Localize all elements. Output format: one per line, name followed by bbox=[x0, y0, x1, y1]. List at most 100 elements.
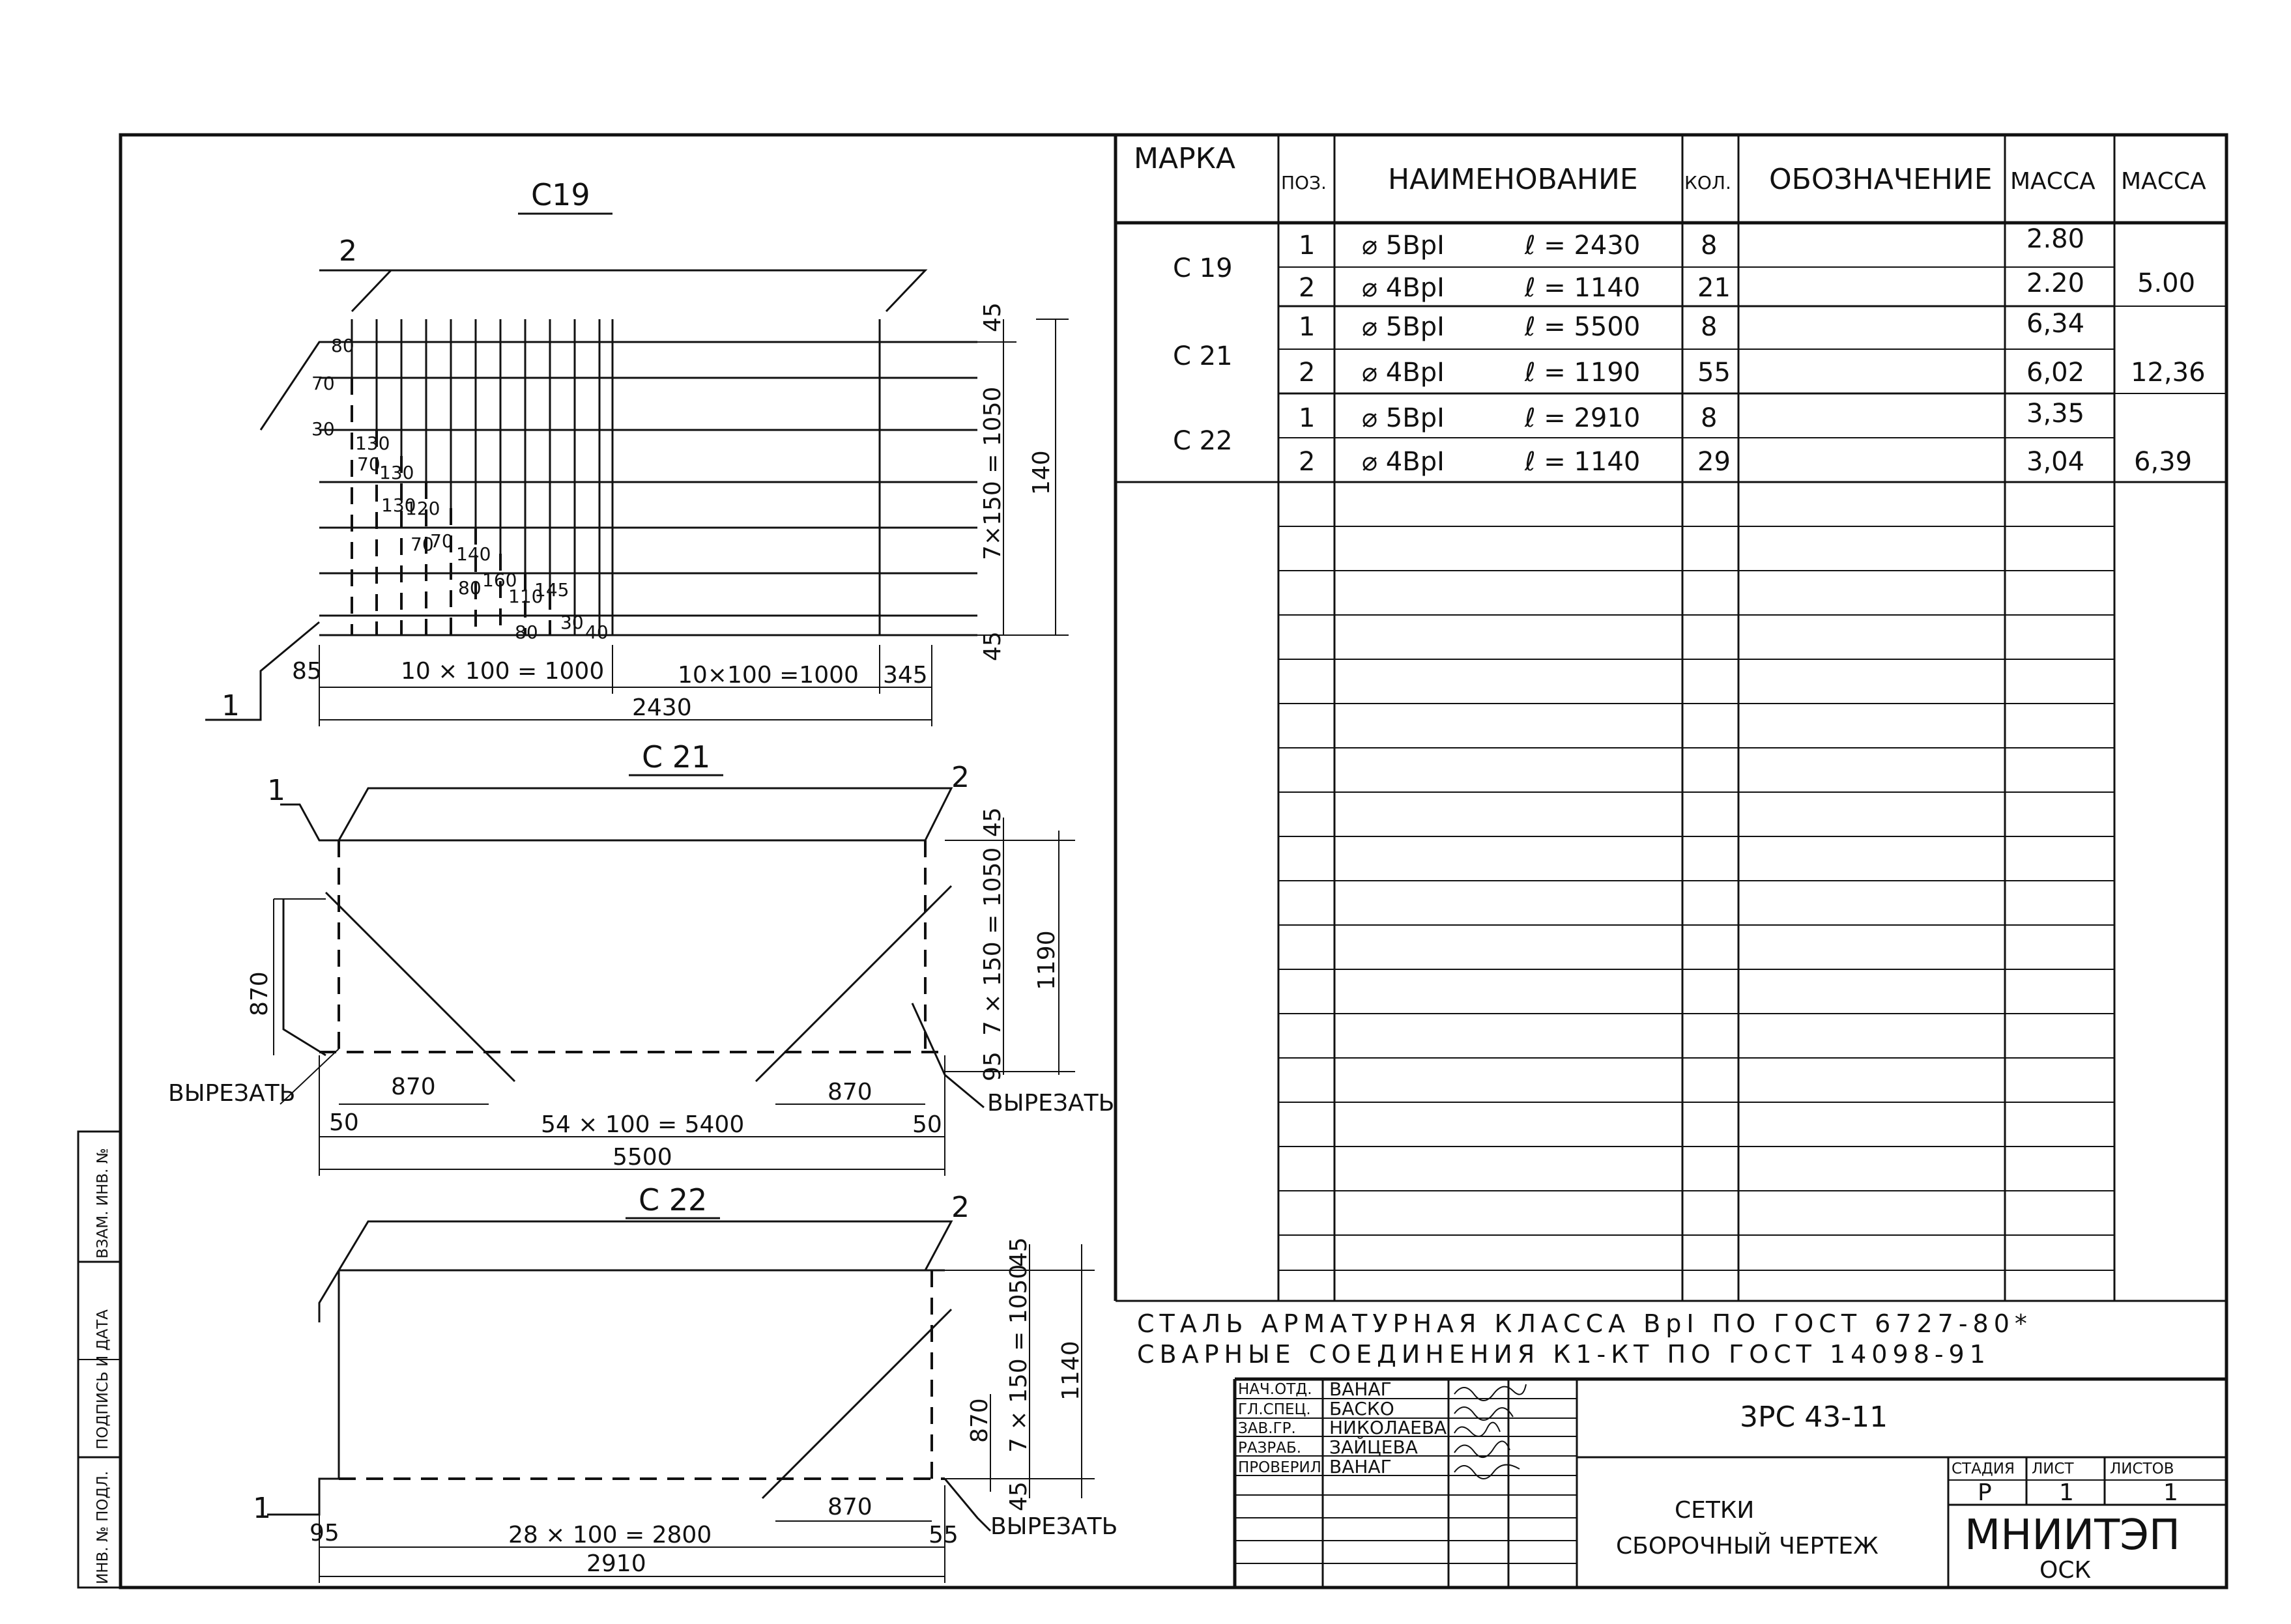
title-block: НАЧ.ОТД. ГЛ.СПЕЦ. ЗАВ.ГР. РАЗРАБ. ПРОВЕР… bbox=[1233, 1377, 2226, 1588]
c21-dim-overall: 5500 bbox=[612, 1144, 672, 1171]
name-zav-gr: НИКОЛАЕВА bbox=[1329, 1417, 1447, 1438]
c19-cut-dim-10: 70 bbox=[430, 530, 454, 552]
spec-cell-pos: 1 bbox=[1299, 312, 1315, 342]
c19-dim-vertical-total: 140 bbox=[1028, 450, 1055, 495]
spec-cell-name: ⌀ 4ВрI bbox=[1362, 447, 1445, 477]
c19-cut-dim-14: 110 bbox=[508, 586, 543, 607]
c19-cut-dim-15: 145 bbox=[534, 579, 569, 601]
spec-cell-length: ℓ = 5500 bbox=[1524, 312, 1640, 342]
c22-total-mass: 6,39 bbox=[2134, 447, 2192, 477]
sheet-title-1: СЕТКИ bbox=[1675, 1497, 1754, 1524]
side-label-podpis: ПОДПИСЬ И ДАТА bbox=[94, 1309, 111, 1449]
spec-cell-length: ℓ = 1140 bbox=[1524, 273, 1640, 303]
th-mass-2: МАССА bbox=[2121, 168, 2206, 195]
c19-cut-dim-13: 160 bbox=[482, 569, 517, 591]
side-stamp: ИНВ. № ПОДЛ. ПОДПИСЬ И ДАТА ВЗАМ. ИНВ. № bbox=[77, 1130, 122, 1589]
c21-dim-cut-width-left: 870 bbox=[391, 1074, 436, 1100]
c22-cut-label: ВЫРЕЗАТЬ bbox=[990, 1513, 1117, 1540]
c19-cut-dim-18: 40 bbox=[585, 621, 609, 643]
sheets-label: ЛИСТОВ bbox=[2110, 1460, 2174, 1477]
spec-table: МАРКА ПОЗ. НАИМЕНОВАНИЕ КОЛ. ОБОЗНАЧЕНИЕ… bbox=[1114, 135, 2226, 1302]
c19-cut-dim-17: 30 bbox=[560, 612, 584, 633]
c19-cut-dimensions: 80 70 30 130 70 130 130 120 70 70 140 80… bbox=[311, 335, 609, 643]
spec-cell-length: ℓ = 2910 bbox=[1524, 403, 1640, 433]
c22-dim-cut-width: 870 bbox=[828, 1494, 872, 1520]
sheet-label: ЛИСТ bbox=[2032, 1460, 2075, 1477]
name-razrab: ЗАЙЦЕВА bbox=[1329, 1436, 1418, 1458]
spec-cell-mass: 3,04 bbox=[2026, 447, 2084, 477]
notes: СТАЛЬ АРМАТУРНАЯ КЛАССА ВрI ПО ГОСТ 6727… bbox=[1137, 1309, 2027, 1369]
org-name: МНИИТЭП bbox=[1965, 1511, 2180, 1560]
c19-cut-dim-3: 30 bbox=[311, 418, 335, 440]
c22-dim-vertical-chain: 7 × 150 = 1050 bbox=[1005, 1264, 1032, 1453]
c19-cut-dim-8: 120 bbox=[405, 498, 440, 519]
c22-title: С 22 bbox=[639, 1182, 707, 1218]
name-gl-spec: БАСКО bbox=[1329, 1398, 1394, 1419]
side-label-vzam: ВЗАМ. ИНВ. № bbox=[94, 1148, 111, 1259]
c22-dim-bottom-edge: 45 bbox=[1005, 1481, 1032, 1511]
spec-cell-pos: 2 bbox=[1299, 358, 1315, 388]
c21-dim-cut-height: 870 bbox=[246, 971, 273, 1016]
c22-dim-top-edge: 45 bbox=[1005, 1237, 1032, 1267]
stage-label: СТАДИЯ bbox=[1952, 1460, 2015, 1477]
role-nach-otd: НАЧ.ОТД. bbox=[1238, 1381, 1312, 1398]
side-label-inv-podl: ИНВ. № ПОДЛ. bbox=[94, 1471, 111, 1584]
c21-dim-spacing: 54 × 100 = 5400 bbox=[541, 1111, 744, 1138]
spec-cell-pos: 2 bbox=[1299, 273, 1315, 303]
spec-cell-name: ⌀ 4ВрI bbox=[1362, 358, 1445, 388]
c22-dim-vertical-total: 1140 bbox=[1058, 1341, 1084, 1401]
c21-pos-wire-label: 2 bbox=[951, 761, 970, 794]
c19-dim-top-edge: 45 bbox=[979, 302, 1006, 332]
c19-dim-spacing-right: 10×100 =1000 bbox=[678, 662, 859, 689]
c19-cut-dim-7: 130 bbox=[381, 494, 416, 516]
spec-cell-mass: 3,35 bbox=[2026, 399, 2084, 429]
spec-cell-name: ⌀ 5ВрI bbox=[1362, 231, 1445, 261]
c21-dim-vertical-chain: 7 × 150 = 1050 bbox=[979, 848, 1006, 1036]
spec-cell-name: ⌀ 4ВрI bbox=[1362, 273, 1445, 303]
spec-cell-mass: 6,02 bbox=[2026, 358, 2084, 388]
c19-total-mass: 5.00 bbox=[2137, 268, 2195, 298]
spec-cell-mass: 6,34 bbox=[2026, 309, 2084, 339]
c21-cut-label-right: ВЫРЕЗАТЬ bbox=[987, 1090, 1114, 1117]
c19-cut-dim-12: 80 bbox=[458, 577, 482, 599]
org-sub: ОСК bbox=[2039, 1557, 2091, 1584]
role-razrab: РАЗРАБ. bbox=[1238, 1440, 1301, 1457]
spec-cell-qty: 8 bbox=[1701, 231, 1717, 261]
c19-dim-edge-left: 85 bbox=[292, 658, 322, 685]
spec-cell-name: ⌀ 5ВрI bbox=[1362, 403, 1445, 433]
spec-cell-pos: 1 bbox=[1299, 403, 1315, 433]
c21-dim-cut-width-right: 870 bbox=[828, 1079, 872, 1105]
th-mass-1: МАССА bbox=[2010, 168, 2096, 195]
role-zav-gr: ЗАВ.ГР. bbox=[1238, 1420, 1296, 1437]
c19-cut-dim-5: 70 bbox=[357, 453, 381, 475]
c19-dim-edge-right: 345 bbox=[883, 662, 928, 689]
spec-cell-qty: 8 bbox=[1701, 403, 1717, 433]
name-proveril: ВАНАГ bbox=[1329, 1456, 1392, 1477]
spec-cell-length: ℓ = 1140 bbox=[1524, 447, 1640, 477]
spec-cell-qty: 29 bbox=[1697, 447, 1731, 477]
th-name: НАИМЕНОВАНИЕ bbox=[1388, 163, 1638, 196]
c21-dim-edge-right: 50 bbox=[912, 1111, 942, 1138]
c22-dim-edge-left: 95 bbox=[310, 1520, 339, 1546]
note-welding: СВАРНЫЕ СОЕДИНЕНИЯ К1-КТ ПО ГОСТ 14098-9… bbox=[1137, 1340, 1991, 1369]
spec-cell-qty: 55 bbox=[1697, 358, 1731, 388]
sheet-value: 1 bbox=[2059, 1479, 2074, 1506]
spec-cell-qty: 21 bbox=[1697, 273, 1731, 303]
c19-cut-dim-2: 70 bbox=[311, 373, 335, 394]
c21-title: С 21 bbox=[642, 739, 710, 775]
c22-mark: С 22 bbox=[1173, 426, 1233, 456]
c22-dim-spacing: 28 × 100 = 2800 bbox=[508, 1522, 712, 1548]
th-pos: ПОЗ. bbox=[1281, 172, 1327, 193]
spec-empty-rows bbox=[1278, 526, 2114, 1271]
name-nach-otd: ВАНАГ bbox=[1329, 1378, 1392, 1400]
spec-cell-length: ℓ = 1190 bbox=[1524, 358, 1640, 388]
th-designation: ОБОЗНАЧЕНИЕ bbox=[1769, 163, 1993, 196]
c19-mesh-longitudinal bbox=[319, 341, 977, 636]
c19-cut-dim-6: 130 bbox=[379, 462, 414, 483]
spec-cell-name: ⌀ 5ВрI bbox=[1362, 312, 1445, 342]
c19-pos-rod-label: 1 bbox=[222, 689, 240, 722]
c19-cut-dim-11: 140 bbox=[456, 543, 491, 565]
c21-mark: С 21 bbox=[1173, 341, 1233, 371]
drawing-c22: С 22 2 1 ВЫРЕЗАТЬ 870 95 28 × 100 = 2800… bbox=[253, 1182, 1117, 1583]
c22-dim-cut-height: 870 bbox=[966, 1398, 993, 1443]
